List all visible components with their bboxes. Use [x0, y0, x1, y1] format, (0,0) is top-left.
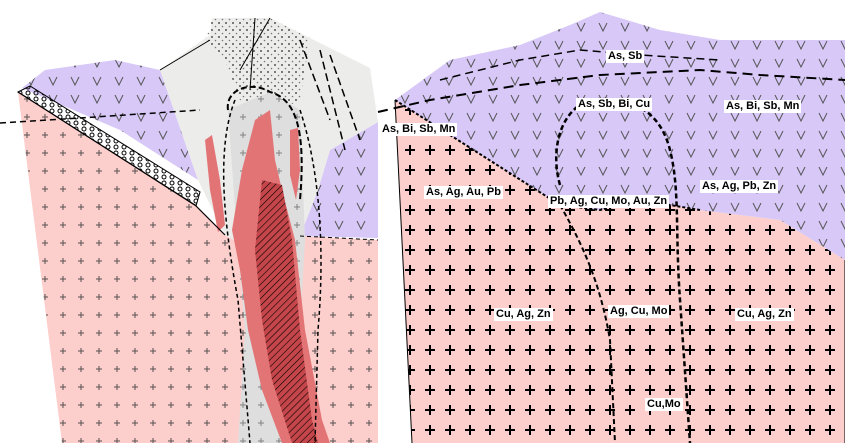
zone-label-cu-ag-zn-right: Cu, Ag, Zn [735, 308, 794, 321]
zone-label-cu-ag-zn-left: Cu, Ag, Zn [494, 308, 553, 321]
zone-label-as-bi-sb-mn-left: As, Bi, Sb, Mn [380, 123, 457, 136]
zone-label-cu-mo: Cu,Mo [645, 398, 683, 411]
zone-label-as-ag-au-pb: As, Ag, Au, Pb [424, 186, 503, 199]
right-panel [378, 12, 845, 443]
left-panel [0, 18, 378, 443]
zone-label-ag-cu-mo: Ag, Cu, Mo [608, 305, 669, 318]
zone-label-pb-ag-cu-mo-au-zn: Pb, Ag, Cu, Mo, Au, Zn [548, 195, 669, 208]
zone-label-as-sb: As, Sb [606, 50, 644, 63]
zone-label-as-bi-sb-mn-right: As, Bi, Sb, Mn [724, 100, 801, 113]
zone-label-as-sb-bi-cu: As, Sb, Bi, Cu [576, 98, 652, 111]
zone-label-as-ag-pb-zn: As, Ag, Pb, Zn [700, 180, 778, 193]
